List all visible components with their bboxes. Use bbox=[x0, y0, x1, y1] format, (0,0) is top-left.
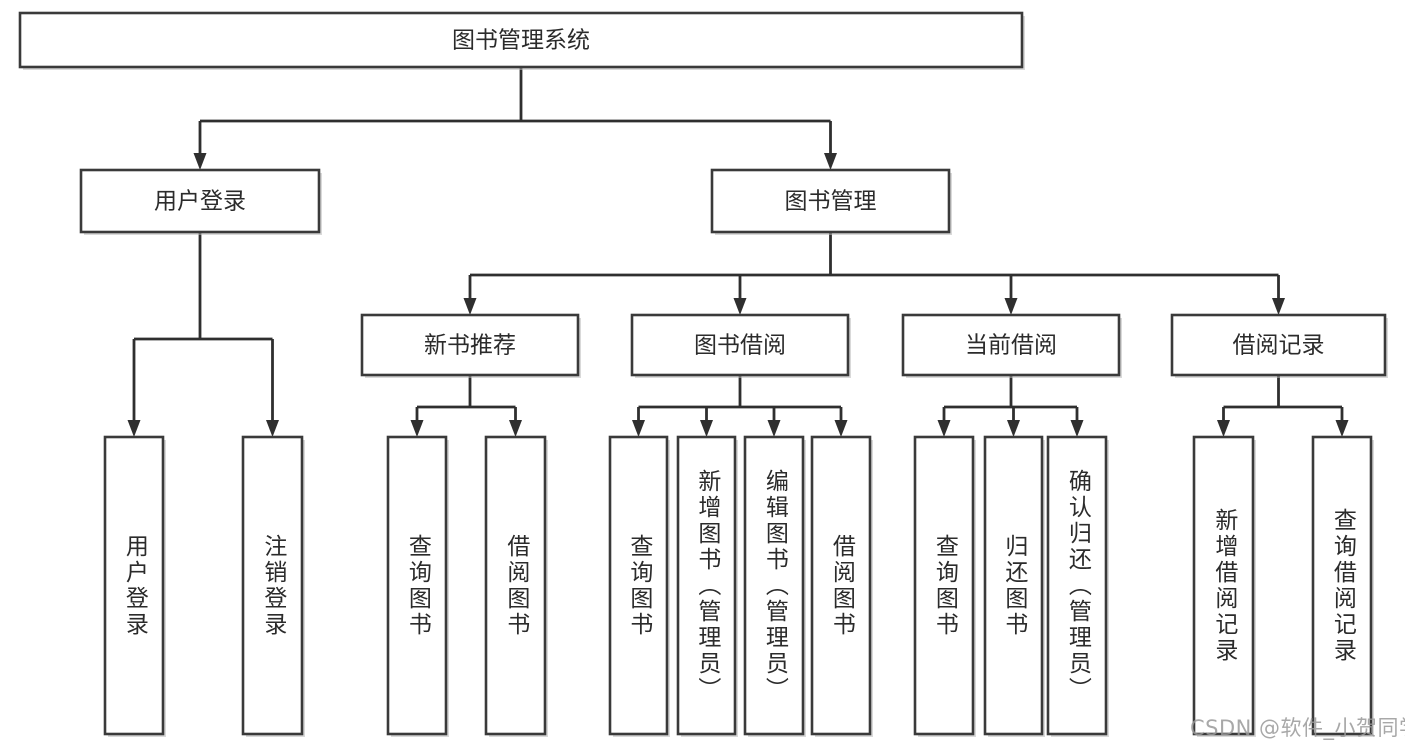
node-label: 图书借阅 bbox=[694, 333, 786, 359]
arrow-head-icon bbox=[937, 420, 951, 437]
node-label: 图书管理 bbox=[785, 189, 877, 215]
node-label: 新书推荐 bbox=[424, 333, 516, 359]
node-rect bbox=[79, 168, 321, 234]
arrow-head-icon bbox=[127, 420, 141, 437]
node-current-borrow[interactable]: 当前借阅 bbox=[901, 313, 1122, 378]
arrow-head-icon bbox=[1004, 298, 1018, 315]
arrow-head-icon bbox=[1070, 420, 1084, 437]
node-rect bbox=[743, 435, 805, 736]
node-leaf-query-book-cur[interactable] bbox=[913, 435, 976, 737]
arrow-head-icon bbox=[733, 298, 747, 315]
node-rect bbox=[386, 435, 448, 736]
csdn-watermark: CSDN @软件_小贺同学 bbox=[1190, 716, 1405, 740]
arrow-head-icon bbox=[767, 420, 781, 437]
node-rect bbox=[983, 435, 1044, 736]
node-rect bbox=[103, 435, 165, 736]
node-rect bbox=[810, 435, 872, 736]
arrow-head-icon bbox=[463, 298, 477, 315]
arrow-head-icon bbox=[1217, 420, 1230, 437]
arrow-head-icon bbox=[834, 420, 848, 437]
arrow-head-icon bbox=[1007, 420, 1020, 437]
node-leaf-edit-book[interactable] bbox=[743, 435, 806, 737]
node-rect bbox=[1311, 435, 1373, 736]
node-rect bbox=[913, 435, 975, 736]
node-book-manage[interactable]: 图书管理 bbox=[710, 168, 952, 235]
arrow-head-icon bbox=[509, 420, 522, 437]
arrow-head-icon bbox=[266, 420, 279, 437]
arrow-head-icon bbox=[824, 153, 837, 170]
node-rect bbox=[360, 313, 580, 377]
node-root[interactable]: 图书管理系统 bbox=[18, 11, 1025, 70]
node-label: 借阅记录 bbox=[1233, 333, 1325, 359]
node-rect bbox=[1046, 435, 1108, 736]
node-rect bbox=[630, 313, 850, 377]
node-rect bbox=[710, 168, 951, 234]
node-leaf-borrow-book[interactable] bbox=[810, 435, 873, 737]
node-book-borrow[interactable]: 图书借阅 bbox=[630, 313, 851, 378]
node-leaf-confirm-return[interactable] bbox=[1046, 435, 1109, 737]
node-leaf-query-book-rec[interactable] bbox=[386, 435, 449, 737]
node-rect bbox=[901, 313, 1121, 377]
node-rect bbox=[18, 11, 1024, 69]
node-leaf-add-book[interactable] bbox=[676, 435, 738, 737]
node-leaf-user-login[interactable] bbox=[103, 435, 166, 737]
node-rect bbox=[1192, 435, 1255, 736]
node-leaf-query-record[interactable] bbox=[1311, 435, 1374, 737]
node-label: 用户登录 bbox=[154, 189, 246, 215]
arrow-head-icon bbox=[1272, 298, 1285, 315]
node-leaf-return-book[interactable] bbox=[983, 435, 1045, 737]
node-rect bbox=[241, 435, 304, 736]
connector-layer bbox=[127, 67, 1349, 437]
arrow-head-icon bbox=[1335, 420, 1349, 437]
node-leaf-user-logout[interactable] bbox=[241, 435, 305, 737]
arrow-head-icon bbox=[410, 420, 424, 437]
node-rect bbox=[484, 435, 547, 736]
node-borrow-record[interactable]: 借阅记录 bbox=[1170, 313, 1388, 378]
node-user-login[interactable]: 用户登录 bbox=[79, 168, 322, 235]
node-rect bbox=[676, 435, 737, 736]
node-rect bbox=[1170, 313, 1387, 377]
node-label: 当前借阅 bbox=[965, 333, 1057, 359]
arrow-head-icon bbox=[632, 420, 645, 437]
node-label: 图书管理系统 bbox=[452, 28, 590, 54]
arrow-head-icon bbox=[700, 420, 713, 437]
node-leaf-add-record[interactable] bbox=[1192, 435, 1256, 737]
node-leaf-borrow-book-rec[interactable] bbox=[484, 435, 548, 737]
node-leaf-query-book-borrow[interactable] bbox=[608, 435, 670, 737]
node-rect bbox=[608, 435, 669, 736]
node-new-book-rec[interactable]: 新书推荐 bbox=[360, 313, 581, 378]
arrow-head-icon bbox=[193, 153, 207, 170]
